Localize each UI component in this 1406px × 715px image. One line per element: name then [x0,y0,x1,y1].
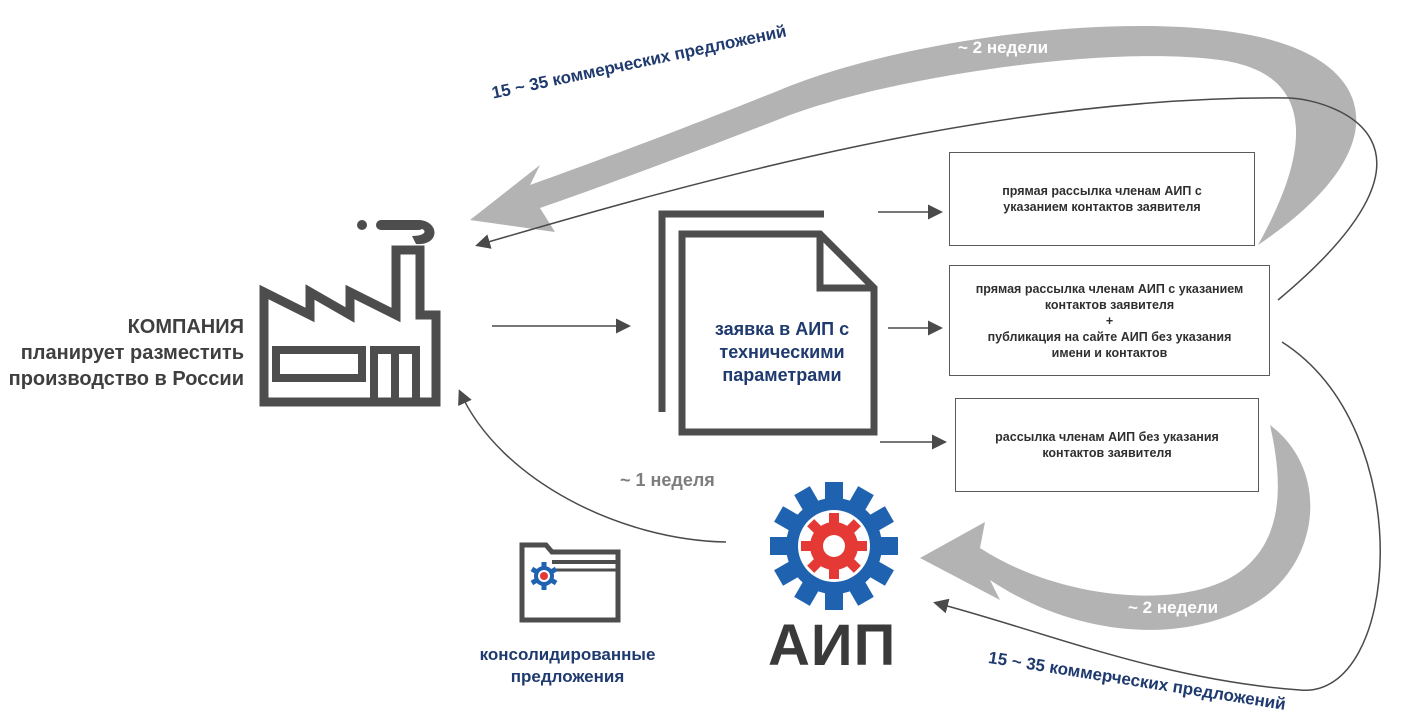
box1-line-2: указанием контактов заявителя [1003,200,1201,214]
direct-mailing-box: прямая рассылка членам АИП с указанием к… [949,152,1255,246]
consolidated-line-1: консолидированные [479,645,656,664]
mailing-and-publication-box: прямая рассылка членам АИП с указанием к… [949,265,1270,376]
box2-line-1: прямая рассылка членам АИП с указанием [975,281,1244,296]
consolidated-line-2: предложения [510,667,625,686]
bottom-return-curve [933,341,1381,691]
consolidated-offers-label: консолидированные предложения [460,644,675,688]
company-subtitle-2: производство в России [8,368,244,390]
factory-smoke-icon [357,220,435,245]
request-line-3: параметрами [722,365,842,385]
box3-line-1: рассылка членам АИП без указания [995,430,1219,444]
company-label: КОМПАНИЯ планирует разместить производст… [0,314,244,392]
two-weeks-bottom-label: ~ 2 недели [1128,598,1219,617]
box1-line-1: прямая рассылка членам АИП с [1002,184,1202,198]
box2-plus: + [1105,313,1114,328]
bottom-ribbon-arrow [920,425,1311,630]
aip-logo-text: АИП [768,613,897,678]
request-line-2: техническими [719,342,845,362]
company-title: КОМПАНИЯ [127,316,244,338]
box3-line-2: контактов заявителя [1042,446,1172,460]
box2-line-3: публикация на сайте АИП без указания [987,329,1232,344]
box2-line-4: имени и контактов [1051,345,1168,360]
company-subtitle-1: планирует разместить [20,342,244,364]
top-return-curve [475,97,1378,301]
one-week-curve [458,389,727,543]
document-stack-icon [658,210,878,436]
request-document-label: заявка в АИП с техническими параметрами [692,318,872,387]
top-ribbon-arrow [470,26,1357,246]
request-line-1: заявка в АИП с [714,319,850,339]
folder-gear-icon [519,542,621,623]
box2-line-2: контактов заявителя [1044,297,1175,312]
aip-gear-logo-icon [770,482,898,610]
anonymous-mailing-box: рассылка членам АИП без указания контакт… [955,398,1259,492]
two-weeks-top-label: ~ 2 недели [958,38,1049,57]
one-week-label: ~ 1 неделя [620,470,715,490]
factory-icon [259,245,441,407]
